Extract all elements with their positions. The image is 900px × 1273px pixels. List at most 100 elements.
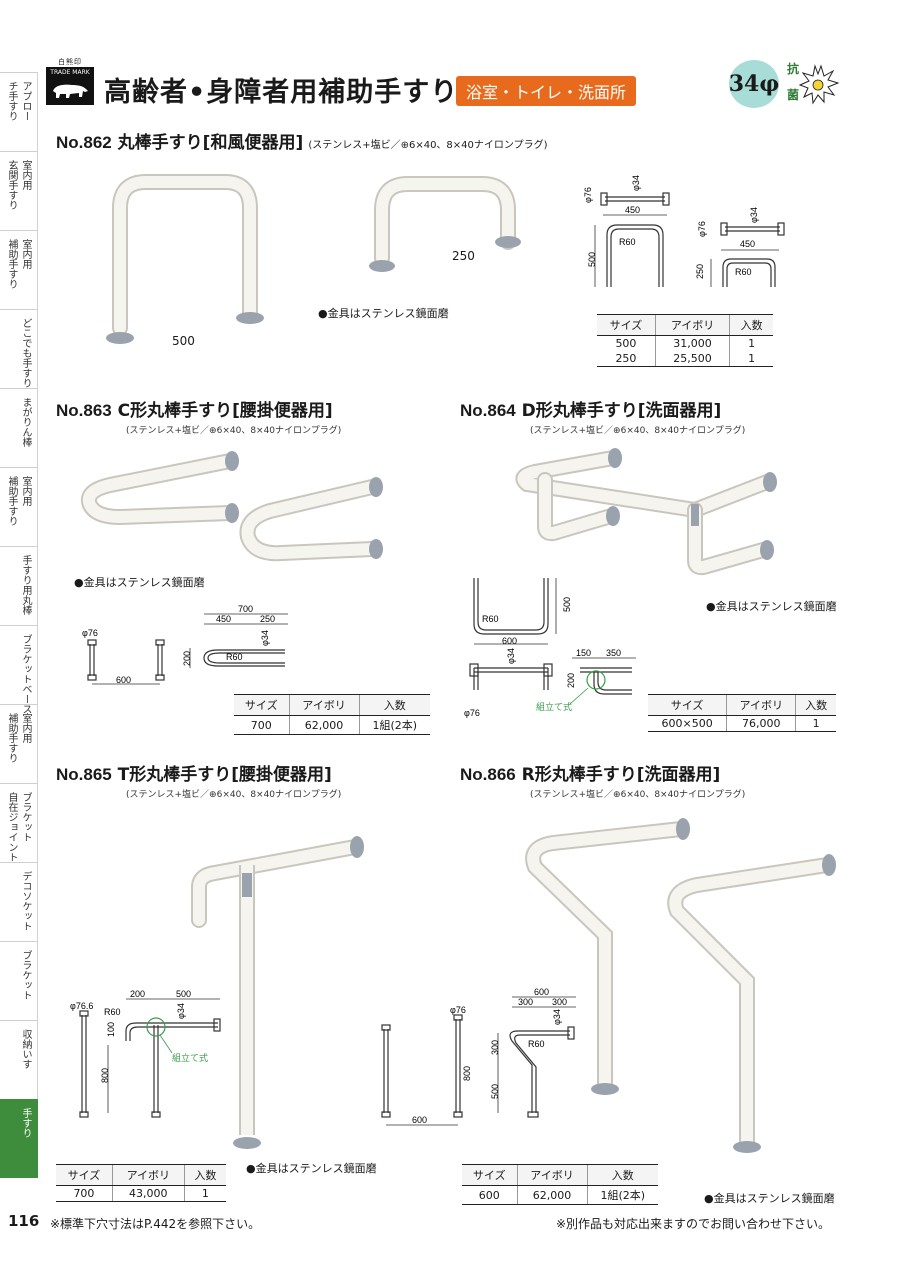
sidebar-tab[interactable]: 収納いす — [0, 1020, 38, 1099]
table-row: 250 25,500 1 — [597, 351, 773, 367]
product-866-photo — [525, 818, 836, 1153]
product-number: No.864 — [460, 401, 516, 420]
sidebar-tab[interactable]: ブラケット自在ジョイント — [0, 783, 38, 862]
dim-label: R60 — [528, 1039, 545, 1049]
sidebar-tab[interactable]: 室内用補助手すり — [0, 704, 38, 783]
dim-label: φ76 — [697, 221, 707, 237]
polar-bear-icon — [53, 84, 88, 98]
sidebar-tab[interactable]: デコソケット — [0, 862, 38, 941]
sidebar-tab-label: 室内用 — [20, 713, 31, 743]
sidebar-tab-label: 室内用 — [20, 239, 31, 269]
dim-label: φ76 — [82, 628, 98, 638]
page-title: 高齢者•身障者用補助手すり — [104, 77, 459, 108]
table-cell: 1組(2本) — [586, 1185, 658, 1205]
dim-label: φ34 — [631, 175, 641, 191]
dim-label: 300 — [518, 997, 533, 1007]
sidebar-tab-label: まがりん棒 — [20, 397, 31, 447]
table-row: 600×500 76,000 1 — [648, 715, 836, 732]
table-header: アイボリ — [288, 694, 360, 716]
product-862-photo-250 — [369, 176, 521, 272]
sidebar-tab[interactable]: まがりん棒 — [0, 388, 38, 467]
product-864-note: ●金具はステンレス鏡面磨 — [706, 600, 837, 613]
dim-label: φ34 — [176, 1003, 186, 1019]
table-row: 700 62,000 1組(2本) — [234, 715, 430, 735]
product-865-price-table: サイズ アイボリ 入数 700 43,000 1 — [56, 1164, 226, 1202]
dim-label: 700 — [238, 604, 253, 614]
table-cell: 25,500 — [654, 351, 730, 367]
product-864-price-table: サイズ アイボリ 入数 600×500 76,000 1 — [648, 694, 836, 732]
dim-label: φ76.6 — [70, 1001, 93, 1011]
sidebar-tab-label: 自在ジョイント — [6, 792, 17, 862]
product-spec: (ステンレス+塩ビ／⊕6×40、8×40ナイロンプラグ) — [126, 790, 342, 800]
product-862-drawings: φ76 φ34 450 R60 500 φ76 φ34 450 250 R60 — [583, 175, 785, 287]
assembly-label: 組立て式 — [172, 1052, 208, 1063]
table-header: サイズ — [234, 694, 289, 716]
sidebar-tab[interactable]: ブラケット — [0, 941, 38, 1020]
dim-label: 250 — [260, 614, 275, 624]
table-header: 入数 — [729, 314, 773, 336]
dim-label: φ76 — [464, 708, 480, 718]
table-cell: 500 — [615, 337, 637, 350]
sidebar-tab[interactable]: 手すり用丸棒 — [0, 546, 38, 625]
table-header: 入数 — [795, 694, 836, 716]
dim-label: 500 — [587, 252, 597, 267]
table-header: サイズ — [462, 1164, 517, 1186]
dim-label: 250 — [695, 264, 705, 279]
table-cell: 700 — [234, 715, 289, 735]
sidebar-tab-label: 収納いす — [20, 1029, 31, 1069]
sidebar-tab-label: 補助手すり — [6, 239, 17, 289]
table-cell: 62,000 — [288, 715, 360, 735]
dim-label: φ76 — [583, 187, 593, 203]
product-862-photo-500 — [106, 174, 264, 344]
dim-label: 500 — [490, 1084, 500, 1099]
product-863-price-table: サイズ アイボリ 入数 700 62,000 1組(2本) — [234, 694, 430, 735]
product-862-price-table: サイズ アイボリ 入数 500 31,000 1 250 25,500 1 — [597, 314, 773, 367]
sidebar-tab[interactable]: 手すり — [0, 1099, 38, 1178]
table-cell: 1 — [183, 1185, 226, 1202]
table-header: アイボリ — [111, 1164, 185, 1186]
dim-label: 100 — [106, 1022, 116, 1037]
product-name: 丸棒手すり[和風便器用] — [117, 133, 304, 153]
logo-mark: TRADE MARK — [46, 67, 94, 105]
antibacterial-char-2: 菌 — [787, 88, 800, 102]
sidebar-tab-label: 補助手すり — [6, 476, 17, 526]
product-865-heading: No.865 T形丸棒手すり[腰掛便器用] (ステンレス+塩ビ／⊕6×40、8×… — [56, 760, 341, 800]
sidebar-tab-label: アプロー — [20, 81, 31, 121]
dim-label: R60 — [482, 614, 499, 624]
dim-label: φ34 — [552, 1009, 562, 1025]
sidebar-tab[interactable]: どこでも手すり — [0, 309, 38, 388]
brand-logo: 白熊印 TRADE MARK — [46, 57, 94, 105]
table-cell: 31,000 — [654, 335, 730, 351]
sidebar-tab[interactable]: ブラケットベース — [0, 625, 38, 714]
sidebar-tab[interactable]: 室内用玄関手すり — [0, 151, 38, 230]
table-cell: 43,000 — [111, 1185, 185, 1202]
table-header: アイボリ — [654, 314, 730, 336]
sidebar-tab-label: どこでも手すり — [20, 318, 31, 388]
dim-label: 500 — [562, 597, 572, 612]
table-header: 入数 — [358, 694, 430, 716]
sidebar-tab-label: 室内用 — [20, 160, 31, 190]
product-863-photo — [81, 451, 383, 562]
sidebar-tab-label: 手すり用丸棒 — [20, 555, 31, 615]
product-number: No.866 — [460, 765, 516, 784]
product-864-photo — [515, 448, 777, 576]
sidebar-tab[interactable]: 室内用補助手すり — [0, 230, 38, 309]
table-cell: 62,000 — [516, 1185, 588, 1205]
product-862-heading: No.862 丸棒手すり[和風便器用] (ステンレス+塩ビ／⊕6×40、8×40… — [56, 128, 548, 153]
sidebar-tab[interactable]: アプローチ手すり — [0, 72, 38, 151]
photo-label-500: 500 — [172, 334, 195, 348]
dim-label: 600 — [534, 987, 549, 997]
product-name: T形丸棒手すり[腰掛便器用] — [117, 765, 332, 785]
dim-label: 450 — [216, 614, 231, 624]
logo-mark-text: TRADE MARK — [50, 69, 90, 76]
diameter-badge: 34φ — [729, 60, 779, 108]
dim-label: 600 — [412, 1115, 427, 1125]
table-cell: 1 — [729, 335, 773, 351]
table-cell: 600×500 — [648, 715, 727, 732]
dim-label: 300 — [552, 997, 567, 1007]
dim-label: 300 — [490, 1040, 500, 1055]
dim-label: 200 — [182, 651, 192, 666]
dim-label: 200 — [566, 673, 576, 688]
dim-label: 500 — [176, 989, 191, 999]
sidebar-tab[interactable]: 室内用補助手すり — [0, 467, 38, 546]
